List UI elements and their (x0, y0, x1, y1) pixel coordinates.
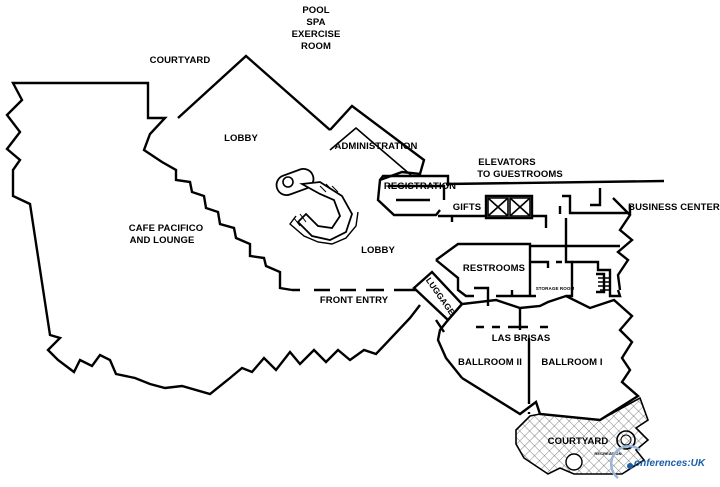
elevator-bank (484, 194, 534, 220)
luggage-door (435, 319, 463, 379)
lobby-upper-wall (177, 54, 331, 131)
elevator-1 (487, 197, 509, 217)
business-center-outline (612, 197, 634, 291)
lobby-stepped-wall (142, 99, 293, 292)
label-las-brisas: LAS BRISAS (492, 333, 551, 344)
conferences-uk-logo: onferences:UK (609, 444, 706, 479)
registration-desk (388, 184, 446, 202)
lobby-feature (275, 168, 359, 245)
courtyard-planter (565, 453, 583, 471)
label-room: ROOM (301, 41, 331, 52)
main-building-outline (5, 81, 421, 396)
registration-counter (379, 174, 450, 186)
label-exercise: EXERCISE (292, 29, 341, 40)
storage-room-outline (530, 244, 574, 298)
label-gifts: GIFTS (453, 202, 481, 213)
label-courtyard-bottom: COURTYARD (548, 436, 609, 447)
restrooms-outline (435, 242, 536, 306)
label-lobby-upper: LOBBY (224, 133, 258, 144)
logo-text: onferences:UK (634, 458, 706, 469)
label-restrooms: RESTROOMS (463, 263, 525, 274)
label-administration: ADMINISTRATION (334, 141, 417, 152)
restrooms-inner (435, 259, 514, 298)
label-front-entry: FRONT ENTRY (320, 295, 389, 306)
administration-outline (329, 104, 441, 217)
label-spa: SPA (306, 17, 325, 28)
label-ballroom-1: BALLROOM I (541, 357, 602, 368)
elevator-2 (509, 197, 531, 217)
label-business-center: BUSINESS CENTER (628, 202, 720, 213)
label-and-lounge: AND LOUNGE (130, 235, 195, 246)
label-pool: POOL (302, 5, 329, 16)
label-cafe-pacifico: CAFE PACIFICO (129, 223, 203, 234)
label-recreation: RECREATION (594, 451, 621, 456)
stair-steps (598, 277, 610, 291)
label-elevators: ELEVATORS (478, 157, 535, 168)
elevator-corridor-line (445, 179, 665, 186)
business-center-wall (558, 188, 632, 248)
stair-block (572, 260, 622, 298)
label-lobby-lower: LOBBY (361, 245, 395, 256)
elevator-lobby-wall (438, 214, 548, 228)
courtyard-fountain (616, 430, 636, 450)
administration-inner-wall (329, 126, 413, 177)
label-storage-room: STORAGE ROOM (536, 286, 575, 291)
label-courtyard-top: COURTYARD (150, 55, 211, 66)
label-ballroom-2: BALLROOM II (458, 357, 522, 368)
label-registration: REGISTRATION (384, 181, 456, 192)
courtyard-fountain-inner (620, 434, 632, 446)
label-to-guestrooms: TO GUESTROOMS (477, 169, 563, 180)
